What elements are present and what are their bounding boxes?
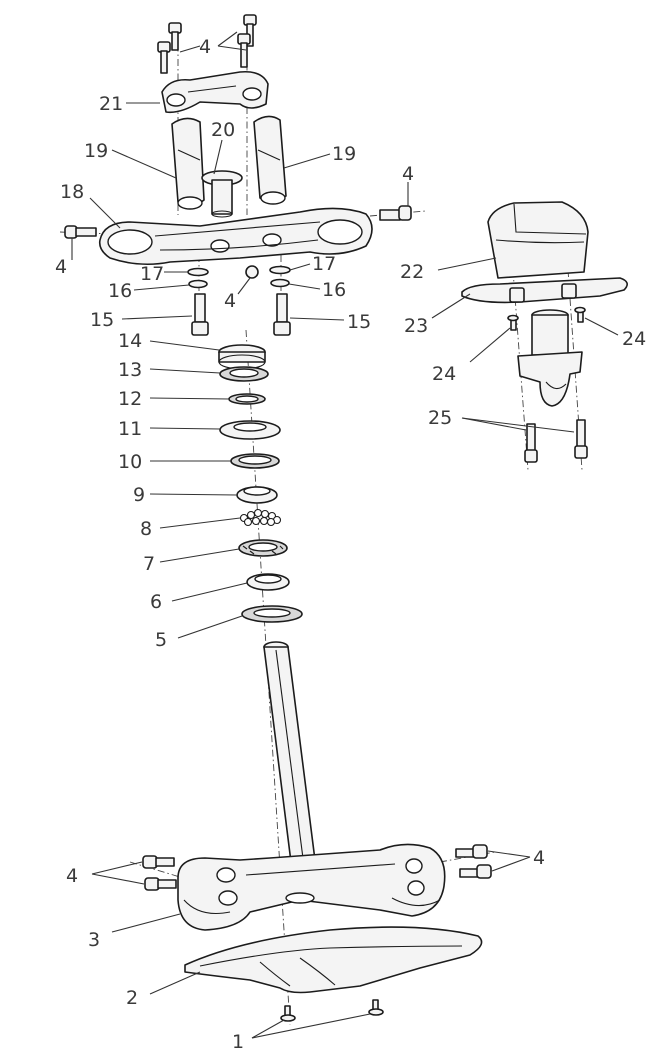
steering-stem-3 xyxy=(263,641,317,871)
inner-race-9 xyxy=(236,486,278,504)
bolt-top-1 xyxy=(168,22,182,51)
callout-6: 6 xyxy=(150,591,162,613)
lower-race-6 xyxy=(246,573,290,591)
upper-triple-clamp-18 xyxy=(98,207,373,266)
lower-clamp-bolts-4-right xyxy=(455,844,492,879)
callout-12: 12 xyxy=(118,388,142,410)
callout-20: 20 xyxy=(211,119,235,141)
top-clamp-bolts xyxy=(157,14,257,74)
callout-4-left: 4 xyxy=(55,256,67,278)
callout-labels: 4 21 20 19 19 18 4 4 17 17 16 16 4 15 15… xyxy=(55,36,646,1053)
bearing-race-10 xyxy=(230,453,280,469)
callout-19-right: 19 xyxy=(332,143,356,165)
callout-4-lower-right: 4 xyxy=(533,847,545,869)
washer-17-right xyxy=(269,265,291,275)
callout-4-right: 4 xyxy=(402,163,414,185)
callout-23: 23 xyxy=(404,315,428,337)
bolt-top-2 xyxy=(157,41,171,74)
callout-16-right: 16 xyxy=(322,279,346,301)
side-bolt-left-4 xyxy=(64,225,97,239)
dust-seal-11 xyxy=(219,420,281,440)
callout-5: 5 xyxy=(155,629,167,651)
callout-4-top: 4 xyxy=(199,36,211,58)
callout-19-left: 19 xyxy=(84,140,108,162)
riser-right-19 xyxy=(253,115,287,205)
callout-10: 10 xyxy=(118,451,142,473)
callout-21: 21 xyxy=(99,93,123,115)
callout-16-left: 16 xyxy=(108,280,132,302)
callout-15-left: 15 xyxy=(90,309,114,331)
ignition-switch xyxy=(517,309,583,407)
washer-16-right xyxy=(270,278,290,288)
stem-nut-14 xyxy=(218,344,266,370)
callout-15-right: 15 xyxy=(347,311,371,333)
center-nut-20 xyxy=(201,170,243,218)
bolt-15-right xyxy=(273,293,291,336)
washer-16-left xyxy=(188,279,208,289)
callout-14: 14 xyxy=(118,330,142,352)
screws-1 xyxy=(280,999,384,1022)
callout-13: 13 xyxy=(118,359,142,381)
callout-18: 18 xyxy=(60,181,84,203)
center-bolt-4 xyxy=(245,265,259,279)
screws-24 xyxy=(507,306,586,331)
bearing-cage-7 xyxy=(238,539,288,557)
riser-left-19 xyxy=(171,117,205,210)
side-bolt-right-4 xyxy=(379,205,412,221)
ball-bearings-8 xyxy=(239,508,282,527)
bolts-25 xyxy=(524,419,588,463)
callout-17-right: 17 xyxy=(312,253,336,275)
bracket-23 xyxy=(461,277,628,304)
dust-seal-5 xyxy=(241,605,303,623)
washer-17-left xyxy=(187,267,209,277)
cover-plate-2 xyxy=(184,926,483,994)
lower-clamp-bolts-4-left xyxy=(142,855,177,891)
callout-1: 1 xyxy=(232,1031,244,1053)
callout-24-right: 24 xyxy=(622,328,646,350)
callout-9: 9 xyxy=(133,484,145,506)
callout-3: 3 xyxy=(88,929,100,951)
bolt-15-left xyxy=(191,293,209,336)
callout-24-left: 24 xyxy=(432,363,456,385)
callout-4-lower-left: 4 xyxy=(66,865,78,887)
callout-17-left: 17 xyxy=(140,263,164,285)
callout-25: 25 xyxy=(428,407,452,429)
ignition-cover-22 xyxy=(487,201,589,279)
lock-nut-13 xyxy=(219,366,269,382)
leader-lines xyxy=(71,31,619,1039)
callout-4-center: 4 xyxy=(224,290,236,312)
lower-triple-clamp-3 xyxy=(177,843,446,931)
washer-12 xyxy=(228,393,266,405)
handlebar-clamp-21 xyxy=(161,70,269,114)
callout-11: 11 xyxy=(118,418,142,440)
callout-22: 22 xyxy=(400,261,424,283)
callout-7: 7 xyxy=(143,553,155,575)
callout-8: 8 xyxy=(140,518,152,540)
callout-2: 2 xyxy=(126,987,138,1009)
bolt-top-4 xyxy=(237,33,251,68)
